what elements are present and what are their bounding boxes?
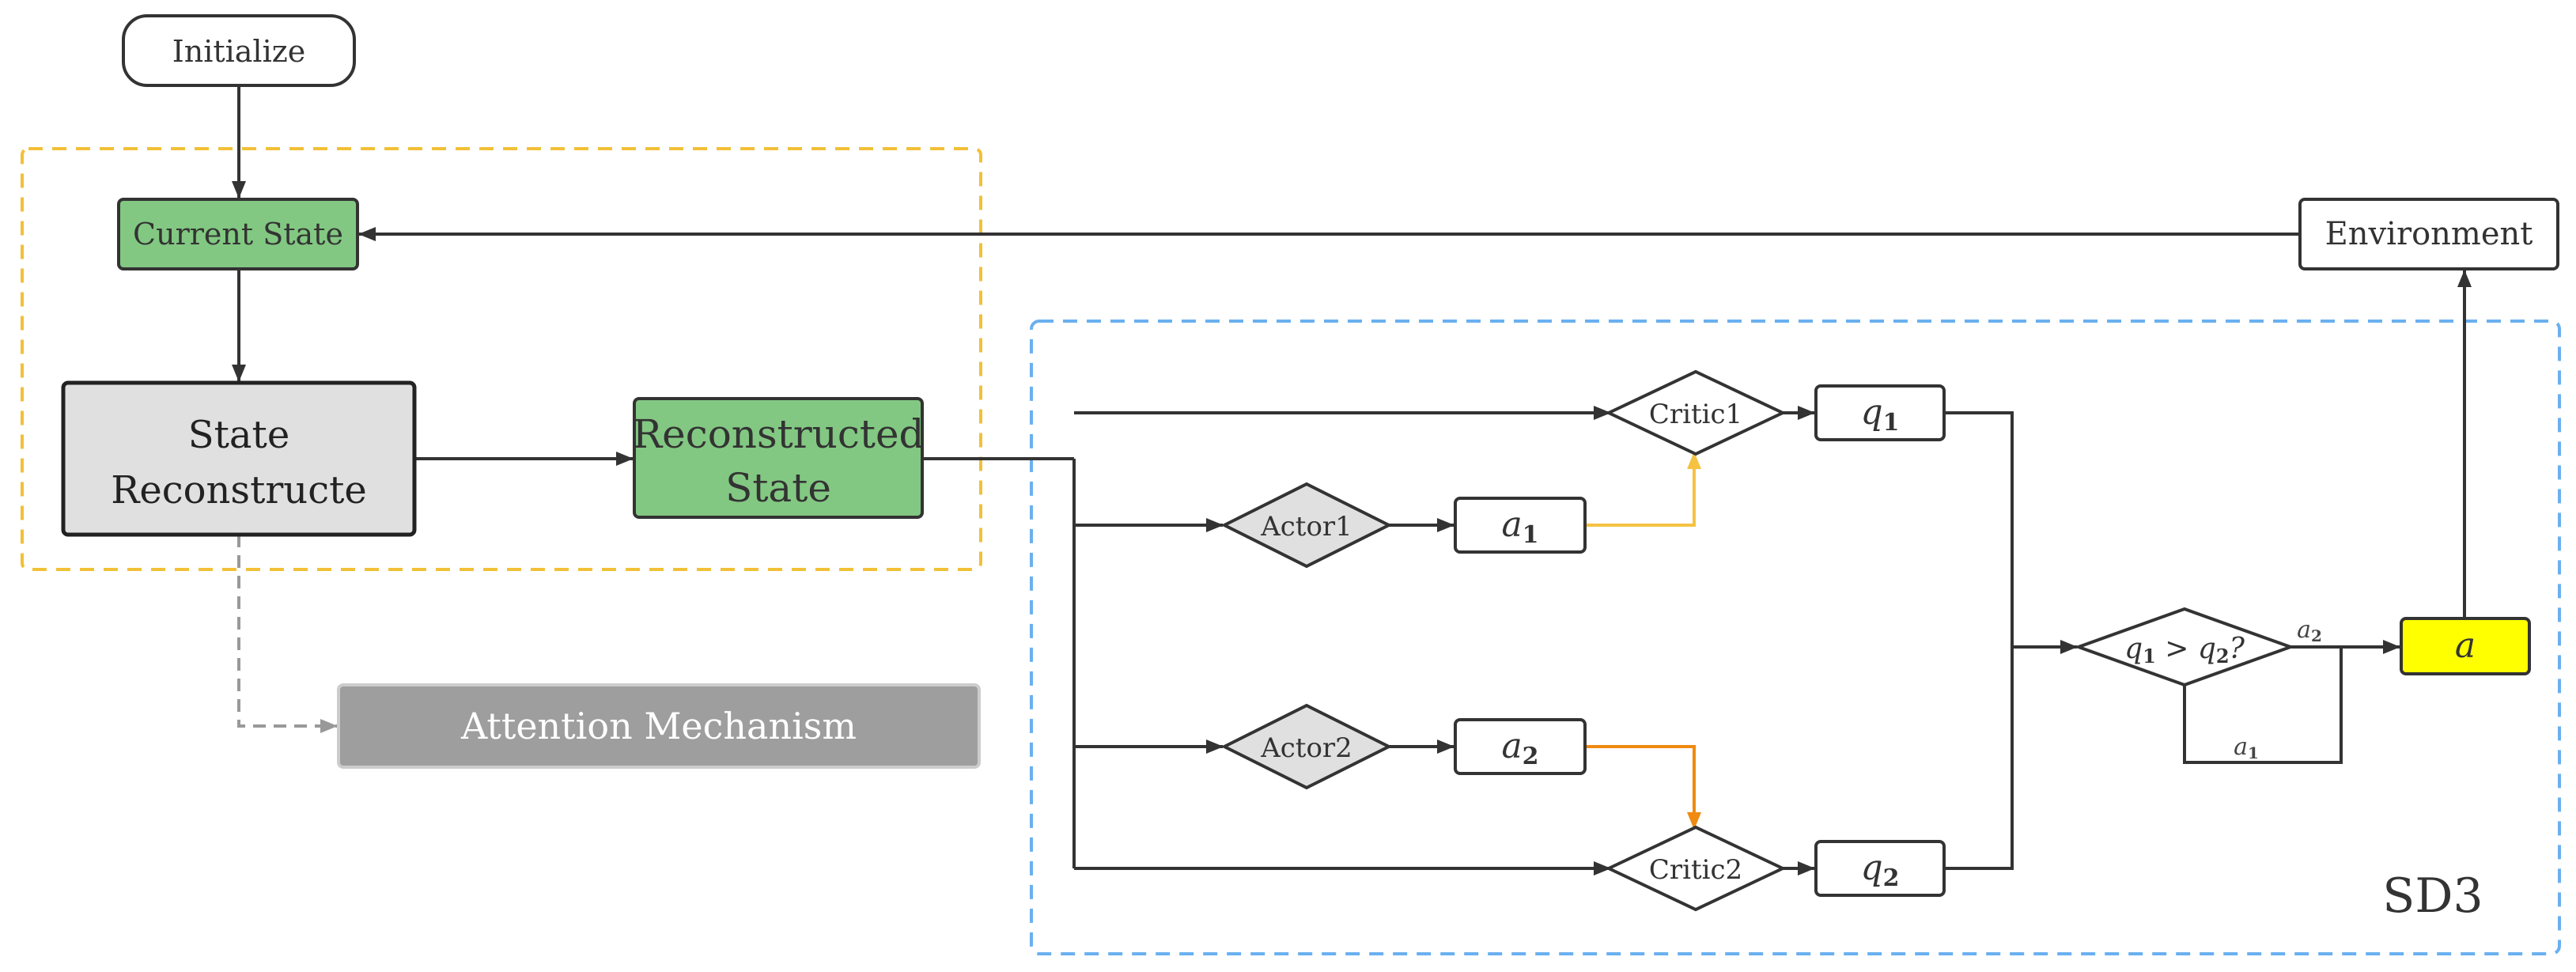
reconstructed-state-line1: Reconstructed [632,411,924,457]
a2-var: a [1501,726,1522,766]
node-compare: q1 > q2? [2074,607,2295,687]
reconstructed-state-line2: State [725,465,831,511]
node-attention-mechanism: Attention Mechanism [337,683,981,769]
svg-text:q1: q1 [1860,392,1899,437]
compare-q2: q [2198,633,2216,665]
edge-reconstructe-to-attention [237,535,338,733]
svg-text:a2: a2 [2297,616,2322,645]
svg-text:q1 > q2?: q1 > q2? [2124,633,2245,668]
edge-compare-a1-loop [2183,647,2343,764]
node-reconstructed-state: Reconstructed State [632,397,925,519]
edge-q1-to-merge [1944,411,2014,870]
compare-qmark: ? [2230,633,2245,665]
final-action-label: a [2455,626,2476,666]
actor2-label: Actor2 [1260,732,1352,764]
branch-a1-var: a [2234,733,2248,761]
state-reconstructe-line2: Reconstructe [111,468,367,512]
compare-q1: q [2124,633,2143,665]
a1-var: a [1501,505,1522,545]
node-current-state: Current State [117,198,359,270]
actor1-label: Actor1 [1260,511,1352,543]
svg-text:q2: q2 [1860,848,1899,892]
q2-sub: 2 [1883,864,1900,892]
node-actor1: Actor1 [1220,482,1393,569]
q2-var: q [1860,848,1882,888]
a2-sub: 2 [1523,743,1539,770]
edge-a2-to-critic2 [1585,745,1701,830]
a1-sub: 1 [1523,521,1539,549]
sd3-label: SD3 [2382,868,2483,924]
environment-label: Environment [2325,216,2533,252]
node-critic2: Critic2 [1605,825,1787,912]
critic2-label: Critic2 [1649,854,1742,886]
current-state-label: Current State [133,217,343,252]
node-state-reconstructe: State Reconstructe [61,380,417,537]
attention-label: Attention Mechanism [460,705,857,747]
svg-text:a1: a1 [2234,733,2259,762]
critic1-label: Critic1 [1649,399,1742,430]
node-a1: a1 [1454,497,1587,554]
node-a2: a2 [1454,718,1587,775]
node-actor2: Actor2 [1220,703,1393,790]
edge-a1-to-critic1 [1585,452,1701,527]
node-initialize: Initialize [122,14,356,87]
branch-a1-sub: 1 [2248,743,2259,762]
initialize-label: Initialize [172,34,306,69]
node-q2: q2 [1814,840,1946,897]
node-final-action: a [2400,617,2531,675]
node-q1: q1 [1814,384,1946,441]
q1-sub: 1 [1883,409,1900,437]
svg-text:a1: a1 [1501,505,1538,549]
compare-gt: > [2156,633,2198,665]
svg-text:a2: a2 [1501,726,1538,770]
compare-sub1: 1 [2143,645,2156,668]
q1-var: q [1860,392,1882,433]
node-environment: Environment [2298,198,2559,270]
node-critic1: Critic1 [1605,369,1787,456]
sd3-group-box [1030,320,2561,955]
compare-sub2: 2 [2216,645,2230,668]
branch-a2-var: a [2297,616,2311,644]
state-reconstructe-line1: State [188,413,289,457]
edges [232,85,2472,876]
branch-a2-sub: 2 [2311,626,2322,645]
